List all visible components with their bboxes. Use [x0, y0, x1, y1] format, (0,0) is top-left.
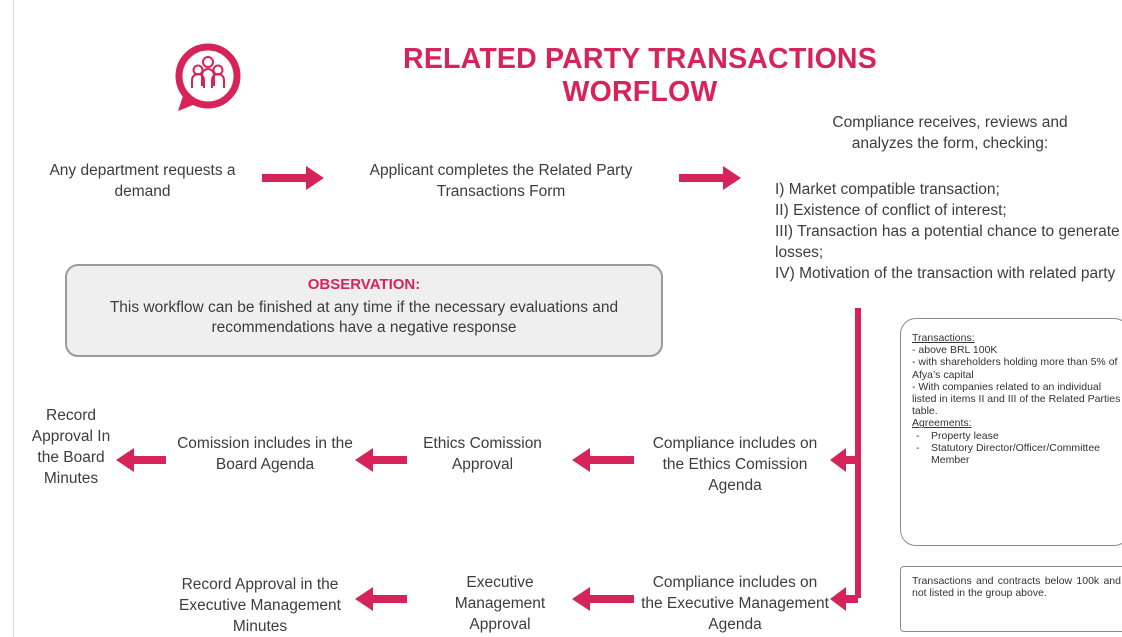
- step-executive-approval: Executive Management Approval: [454, 574, 546, 633]
- arrow-left-ethics-3: [355, 448, 407, 472]
- vertical-connector: [855, 308, 861, 598]
- step-department-request: Any department requests a demand: [49, 162, 236, 200]
- title-line-1: RELATED PARTY TRANSACTIONS: [403, 43, 877, 75]
- page-title: RELATED PARTY TRANSACTIONS WORFLOW: [340, 43, 940, 109]
- arrow-left-exec-1: [830, 587, 858, 611]
- step-executive-minutes: Record Approval in the Executive Managem…: [179, 576, 341, 635]
- check-item: IV) Motivation of the transaction with r…: [775, 265, 1116, 282]
- observation-text: This workflow can be finished at any tim…: [109, 299, 619, 336]
- executive-criteria-box: Transactions and contracts below 100k an…: [900, 566, 1122, 632]
- step-compliance-review-intro: Compliance receives, reviews and analyze…: [832, 114, 1068, 152]
- compliance-checks-list: I) Market compatible transaction; II) Ex…: [775, 179, 1120, 284]
- step-compliance-executive-agenda: Compliance includes on the Executive Man…: [641, 574, 829, 633]
- agreement-item: Statutory Director/Officer/Committee Mem…: [912, 442, 1121, 466]
- transaction-criterion: - With companies related to an individua…: [912, 380, 1121, 418]
- step-ethics-approval: Ethics Comission Approval: [423, 435, 542, 473]
- check-item: II) Existence of conflict of interest;: [775, 202, 1007, 219]
- step-applicant-form: Applicant completes the Related Party Tr…: [369, 162, 633, 200]
- observation-box: OBSERVATION: This workflow can be finish…: [65, 264, 663, 357]
- step-board-minutes: Record Approval In the Board Minutes: [31, 407, 111, 487]
- arrow-left-exec-3: [355, 587, 407, 611]
- title-line-2: WORFLOW: [562, 76, 718, 108]
- arrow-right-1: [262, 166, 324, 190]
- agreements-list: Property lease Statutory Director/Office…: [912, 430, 1121, 467]
- check-item: I) Market compatible transaction;: [775, 181, 1000, 198]
- people-speech-bubble-icon: [170, 41, 248, 117]
- step-compliance-ethics-agenda: Compliance includes on the Ethics Comiss…: [652, 435, 818, 494]
- arrow-right-2: [679, 166, 741, 190]
- step-board-agenda: Comission includes in the Board Agenda: [177, 435, 353, 473]
- arrow-left-ethics-1: [830, 448, 858, 472]
- arrow-left-exec-2: [572, 587, 634, 611]
- agreements-heading: Agreements:: [912, 417, 972, 430]
- page-edge-divider: [13, 0, 14, 637]
- agreement-item: Property lease: [912, 430, 1121, 442]
- check-item: III) Transaction has a potential chance …: [775, 223, 1120, 261]
- arrow-left-ethics-4: [116, 448, 166, 472]
- transaction-criterion: - with shareholders holding more than 5%…: [912, 356, 1118, 381]
- observation-title: OBSERVATION:: [307, 276, 421, 293]
- arrow-left-ethics-2: [572, 448, 634, 472]
- executive-criteria-text: Transactions and contracts below 100k an…: [912, 575, 1121, 600]
- ethics-criteria-box: Transactions: - above BRL 100K - with sh…: [900, 318, 1122, 546]
- transactions-heading: Transactions:: [912, 332, 975, 344]
- transaction-criterion: - above BRL 100K: [912, 344, 998, 357]
